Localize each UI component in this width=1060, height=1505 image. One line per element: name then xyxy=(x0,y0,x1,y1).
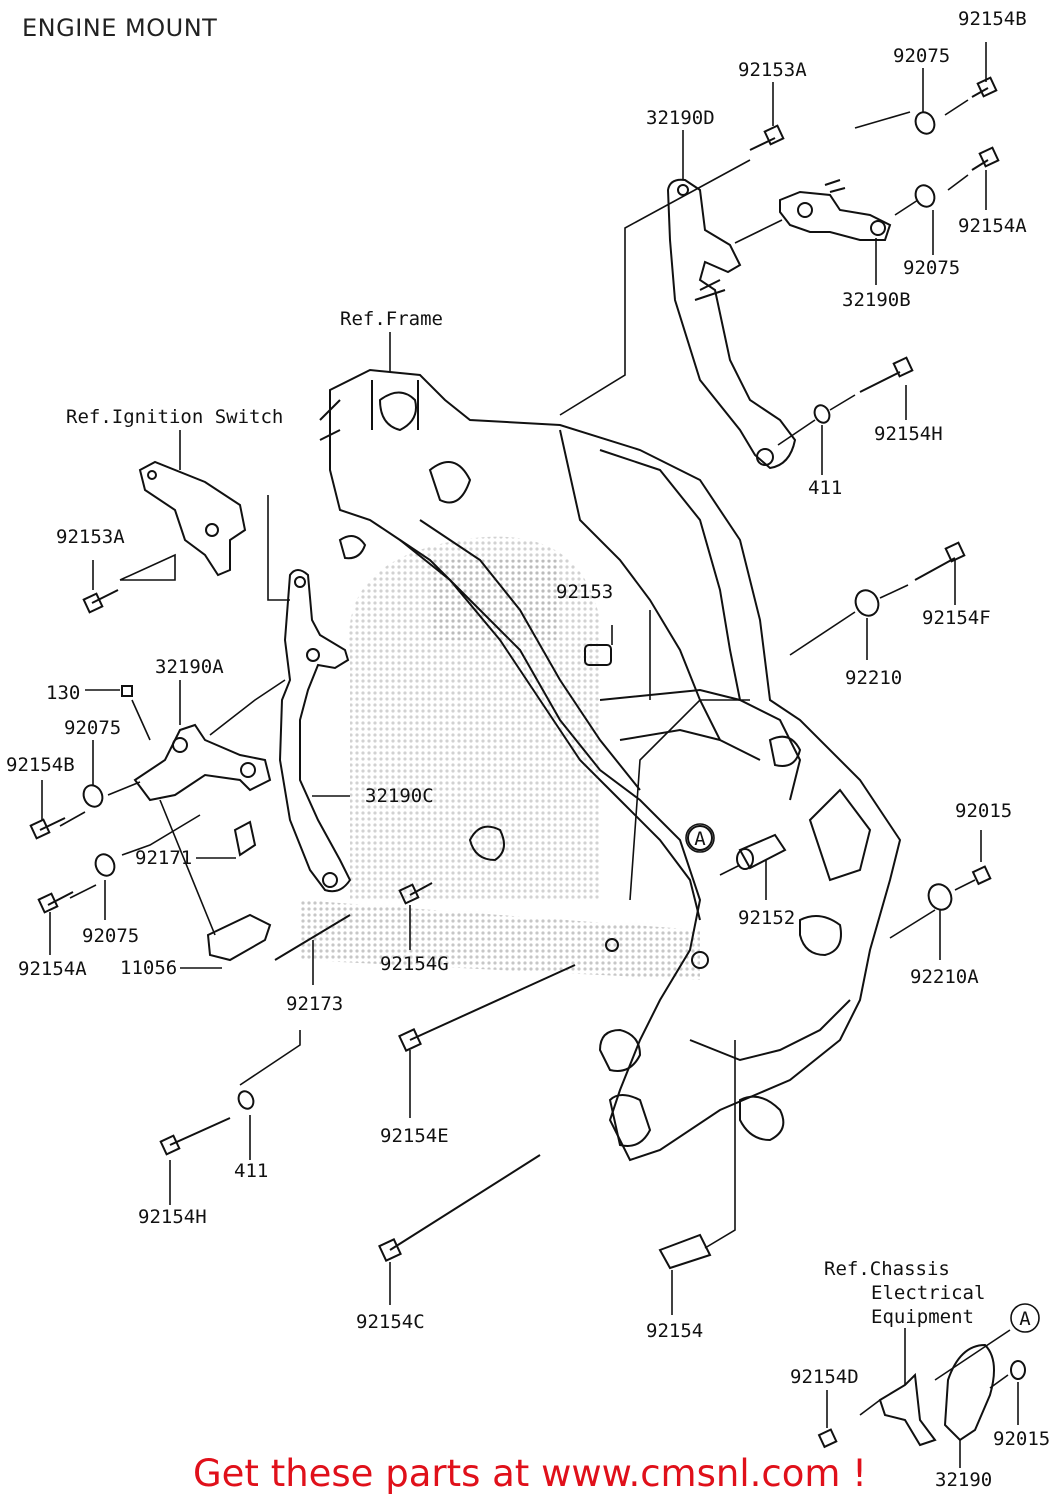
part-label: 92075 xyxy=(893,45,950,67)
bracket-32190 xyxy=(817,1343,1026,1449)
part-label: 411 xyxy=(808,477,842,499)
part-label: 92171 xyxy=(135,847,192,869)
part-label: 92210 xyxy=(845,667,902,689)
part-label: 92075 xyxy=(64,717,121,739)
part-label: 32190D xyxy=(646,107,715,129)
reference-label: Ref.Ignition Switch xyxy=(66,406,283,428)
part-label: 11056 xyxy=(120,957,177,979)
part-label: 92154 xyxy=(646,1320,703,1342)
part-label: 92154H xyxy=(874,423,943,445)
page-title: ENGINE MOUNT xyxy=(22,14,218,42)
part-label: 92015 xyxy=(955,800,1012,822)
part-label: 32190A xyxy=(155,656,224,678)
part-label: 92154B xyxy=(958,8,1027,30)
reference-label: Electrical xyxy=(871,1282,985,1304)
bracket-32190A xyxy=(29,685,351,1156)
main-frame xyxy=(319,368,902,1162)
callout-a-diagram: A xyxy=(685,823,715,853)
bracket-32190D xyxy=(666,178,797,470)
part-label: 92153A xyxy=(738,59,807,81)
bracket-ignition-switch xyxy=(82,460,247,614)
part-label: 92154D xyxy=(790,1366,859,1388)
part-labels: 92154B 92075 92153A 32190D 92154A 92075 … xyxy=(6,8,1050,1491)
part-label: 92154C xyxy=(356,1311,425,1333)
callout-a-label: A xyxy=(694,828,706,850)
part-label: 92154A xyxy=(958,215,1027,237)
part-label: 32190B xyxy=(842,289,911,311)
part-label: 92075 xyxy=(903,257,960,279)
part-label: 130 xyxy=(46,682,80,704)
bracket-32190C xyxy=(278,569,352,893)
cmsnl-link-banner[interactable]: Get these parts at www.cmsnl.com ! xyxy=(192,1452,867,1495)
hardware-top-right xyxy=(749,76,1000,911)
watermark-logo xyxy=(300,536,700,980)
hardware-center xyxy=(378,644,787,1270)
part-label: 32190 xyxy=(935,1469,992,1491)
callout-a-chassis: A xyxy=(1010,1303,1040,1333)
part-label: 92015 xyxy=(993,1428,1050,1450)
part-label: 92210A xyxy=(910,966,979,988)
part-label: 92154E xyxy=(380,1125,449,1147)
bracket-32190B xyxy=(779,179,892,241)
reference-label: Ref.Frame xyxy=(340,308,443,330)
part-label: 411 xyxy=(234,1160,268,1182)
part-label: 92154H xyxy=(138,1206,207,1228)
callout-a-label: A xyxy=(1019,1308,1031,1330)
part-label: 92153 xyxy=(556,581,613,603)
part-label: 92154G xyxy=(380,953,449,975)
part-label: 32190C xyxy=(365,785,434,807)
reference-label: Ref.Chassis xyxy=(824,1258,950,1280)
part-label: 92173 xyxy=(286,993,343,1015)
leader-lines xyxy=(41,42,1019,1468)
reference-label: Equipment xyxy=(871,1306,974,1328)
part-label: 92152 xyxy=(738,907,795,929)
part-label: 92153A xyxy=(56,526,125,548)
part-label: 92075 xyxy=(82,925,139,947)
part-label: 92154B xyxy=(6,754,75,776)
part-label: 92154A xyxy=(18,958,87,980)
part-label: 92154F xyxy=(922,607,991,629)
